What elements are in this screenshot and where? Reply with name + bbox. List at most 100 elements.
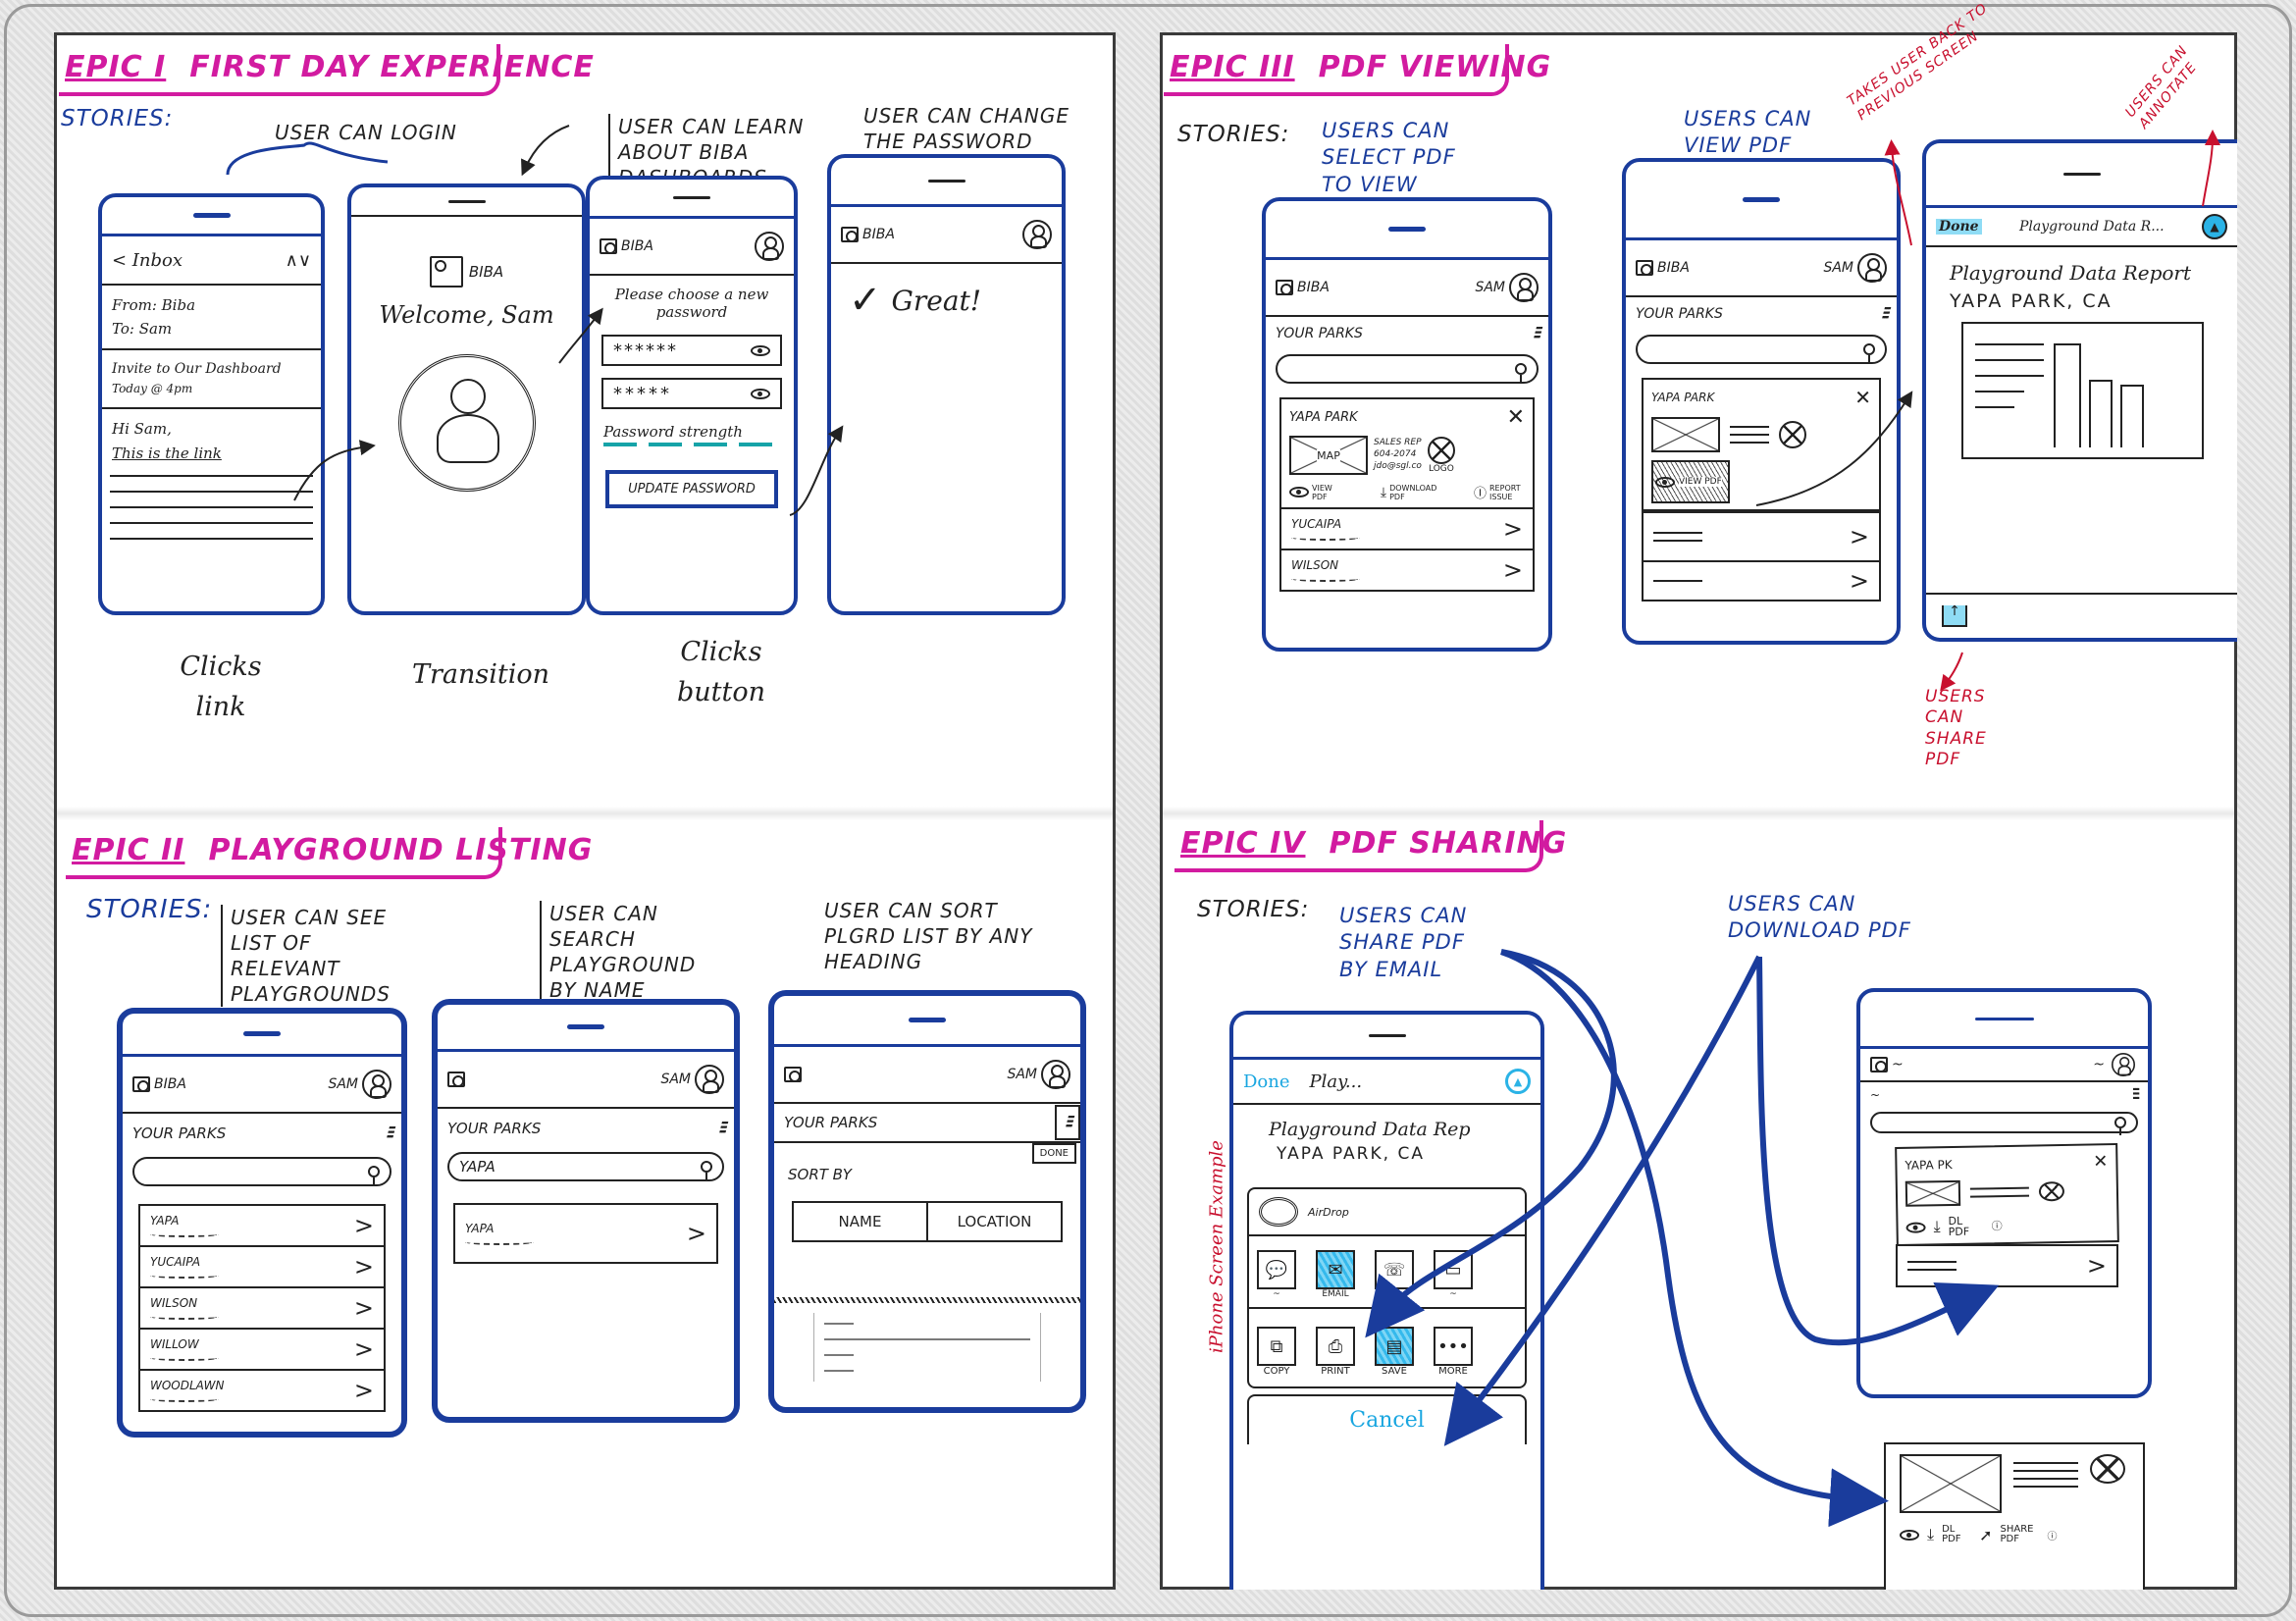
logo-placeholder-icon — [1779, 421, 1806, 448]
inbox-back-button[interactable]: < Inbox — [112, 249, 183, 271]
email-link[interactable]: This is the link — [112, 444, 222, 463]
list-item[interactable]: YUCAIPA> — [1281, 509, 1533, 549]
sort-done-button[interactable]: DONE — [1031, 1143, 1076, 1164]
section-heading: YOUR PARKS — [447, 1120, 542, 1137]
email-app-icon[interactable]: ✉ — [1316, 1250, 1355, 1289]
list-item[interactable]: WOODLAWN> — [140, 1369, 384, 1410]
info-icon[interactable]: ⓘ — [2047, 1531, 2058, 1543]
new-password-field[interactable]: ****** — [601, 335, 782, 366]
user-menu[interactable]: SAM — [1475, 273, 1539, 302]
share-pdf-button[interactable]: SHARE PDF — [2000, 1524, 2034, 1544]
brand: BIBA — [1636, 260, 1690, 276]
success-screen: BIBA ✓ Great! — [827, 154, 1066, 615]
user-menu[interactable]: ~ — [2093, 1050, 2138, 1079]
epic-number: EPIC III — [1170, 50, 1295, 84]
more-icon[interactable]: ••• — [1434, 1327, 1473, 1366]
list-item[interactable]: WILLOW> — [140, 1328, 384, 1369]
close-icon[interactable]: ✕ — [2093, 1151, 2109, 1173]
epic-name: PDF SHARING — [1329, 826, 1568, 861]
save-icon[interactable]: ▤ — [1375, 1327, 1414, 1366]
chevron-right-icon: > — [353, 1253, 374, 1281]
park-card-sketch: ⤓ DL PDF ➚ SHARE PDF ⓘ — [1884, 1442, 2145, 1590]
avatar-icon — [2112, 1053, 2135, 1076]
list-item[interactable]: WILSON> — [140, 1286, 384, 1328]
share-sheet-screen: Done Play... ▲ Playground Data Rep YAPA … — [1229, 1011, 1544, 1590]
phone-notch-bar — [351, 187, 582, 217]
park-search-input[interactable] — [132, 1157, 391, 1186]
phone-notch-bar — [1233, 1015, 1540, 1060]
sort-option-name[interactable]: NAME — [794, 1203, 928, 1240]
search-result-item[interactable]: YAPA> — [453, 1203, 718, 1264]
view-pdf-button[interactable]: VIEW PDF — [1651, 460, 1730, 503]
text-lines — [1730, 426, 1769, 444]
password-value: ***** — [613, 383, 672, 404]
share-arrow-icon: ➚ — [1979, 1525, 1993, 1544]
user-menu[interactable]: SAM — [1007, 1060, 1070, 1089]
brand-name: BIBA — [468, 263, 504, 281]
close-icon[interactable]: ✕ — [1506, 405, 1525, 430]
avatar-icon[interactable] — [1022, 220, 1052, 249]
left-page-fold — [57, 807, 1113, 820]
chevron-right-icon: > — [2086, 1252, 2107, 1280]
download-pdf-button[interactable]: DL PDF — [1942, 1524, 1961, 1544]
messages-app-icon[interactable]: 💬 — [1257, 1250, 1296, 1289]
download-pdf-button[interactable]: ⤓DOWNLOAD PDF — [1381, 484, 1437, 501]
done-button[interactable]: Done — [1243, 1071, 1290, 1092]
filter-icon[interactable]: ⫶⫶⫶ — [1054, 1105, 1080, 1140]
sort-option-location[interactable]: LOCATION — [957, 1213, 1032, 1230]
filter-icon[interactable]: ⫶⫶⫶ — [385, 1124, 393, 1142]
park-search-input[interactable]: YAPA — [447, 1152, 724, 1181]
list-item[interactable]: > — [1898, 1244, 2116, 1285]
section-heading: YOUR PARKS — [132, 1124, 227, 1142]
filter-icon[interactable]: ⫶⫶⫶ — [1532, 324, 1540, 342]
section-heading: YOUR PARKS — [784, 1114, 878, 1131]
list-item[interactable]: YUCAIPA> — [140, 1245, 384, 1286]
user-menu[interactable]: SAM — [328, 1070, 391, 1099]
eye-icon[interactable] — [1905, 1221, 1926, 1233]
confirm-password-field[interactable]: ***** — [601, 378, 782, 409]
pdf-location: YAPA PARK, CA — [1950, 290, 2113, 312]
cancel-button[interactable]: Cancel — [1247, 1394, 1527, 1444]
notes-app-icon[interactable]: ▭ — [1434, 1250, 1473, 1289]
list-item[interactable]: > — [1644, 511, 1879, 560]
chevron-right-icon: > — [353, 1294, 374, 1322]
list-item[interactable]: WILSON> — [1281, 549, 1533, 590]
message-nav-arrows[interactable]: ∧∨ — [285, 249, 311, 271]
user-menu[interactable]: SAM — [660, 1065, 724, 1094]
filter-icon[interactable]: ⫶⫶⫶ — [717, 1119, 726, 1137]
brand-name: BIBA — [1297, 280, 1330, 295]
list-item[interactable]: YAPA> — [140, 1204, 384, 1245]
park-search-input[interactable] — [1276, 354, 1539, 384]
report-issue-button[interactable]: ⓘREPORT ISSUE — [1473, 483, 1525, 502]
done-button[interactable]: Done — [1936, 219, 1982, 235]
update-password-button[interactable]: UPDATE PASSWORD — [605, 470, 778, 508]
print-icon[interactable]: ⎙ — [1316, 1327, 1355, 1366]
info-icon: ⓘ — [1473, 487, 1487, 501]
view-pdf-button[interactable]: VIEW PDF — [1289, 484, 1341, 501]
email-screen: < Inbox ∧∨ From: Biba To: Sam Invite to … — [98, 193, 325, 615]
map-label: MAP — [1317, 448, 1340, 462]
eye-icon[interactable] — [1900, 1529, 1919, 1541]
chevron-right-icon: > — [1849, 523, 1869, 550]
show-password-icon[interactable] — [751, 344, 770, 356]
show-password-icon[interactable] — [751, 388, 770, 399]
whatsapp-app-icon[interactable]: ☏ — [1375, 1250, 1414, 1289]
filter-icon[interactable]: ⫶⫶⫶ — [2131, 1085, 2140, 1104]
download-pdf-button[interactable]: DL PDF — [1948, 1214, 1970, 1239]
info-icon[interactable]: ⓘ — [1991, 1220, 2003, 1233]
close-icon[interactable]: ✕ — [1854, 386, 1871, 409]
filter-icon[interactable]: ⫶⫶⫶ — [1880, 304, 1889, 323]
share-icon[interactable]: ↑ — [1942, 604, 1967, 627]
park-search-input[interactable] — [1870, 1112, 2138, 1135]
user-menu[interactable]: SAM — [1823, 253, 1887, 283]
annotate-icon[interactable]: ▲ — [2202, 214, 2227, 239]
copy-icon[interactable]: ⧉ — [1257, 1327, 1296, 1366]
airdrop-icon[interactable] — [1259, 1197, 1298, 1227]
list-item[interactable]: > — [1644, 560, 1879, 600]
avatar-icon[interactable] — [755, 232, 784, 261]
image-placeholder — [1900, 1454, 2002, 1513]
annotate-icon[interactable]: ▲ — [1505, 1069, 1531, 1094]
park-search-input[interactable] — [1636, 335, 1887, 364]
speaker-notch — [192, 213, 231, 218]
